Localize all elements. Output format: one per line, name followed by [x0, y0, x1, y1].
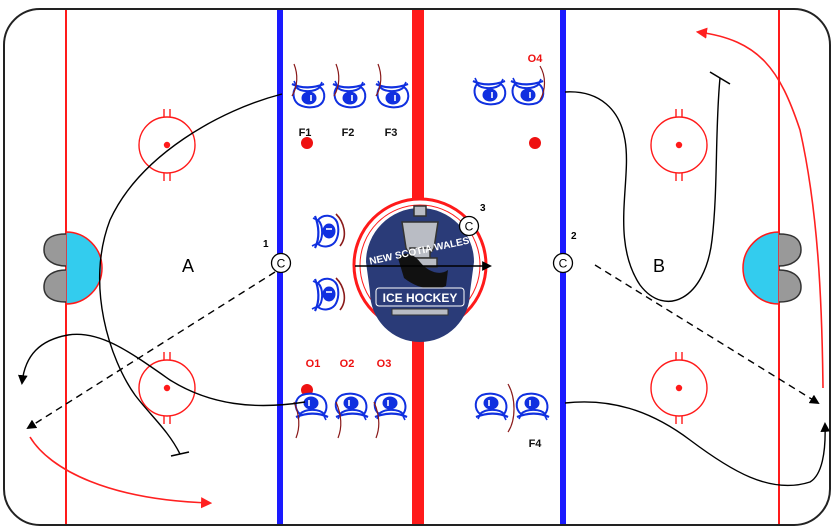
label-o2: O2 [340, 358, 355, 370]
svg-text:C: C [277, 257, 286, 271]
label-o1: O1 [306, 358, 321, 370]
logo-bottom-text: ICE HOCKEY [383, 291, 458, 305]
label-f1: F1 [299, 127, 312, 139]
label-f3: F3 [385, 127, 398, 139]
svg-text:2: 2 [571, 231, 577, 242]
svg-text:C: C [559, 257, 568, 271]
zone-label-right: B [653, 256, 665, 276]
label-o3: O3 [377, 358, 392, 370]
label-o4: O4 [528, 53, 544, 65]
faceoff-dot-top-right-neutral [529, 137, 541, 149]
svg-text:3: 3 [480, 203, 486, 214]
label-f4: F4 [529, 438, 543, 450]
svg-text:1: 1 [263, 239, 269, 250]
svg-text:C: C [465, 220, 474, 234]
zone-label-left: A [182, 256, 194, 276]
label-f2: F2 [342, 127, 355, 139]
